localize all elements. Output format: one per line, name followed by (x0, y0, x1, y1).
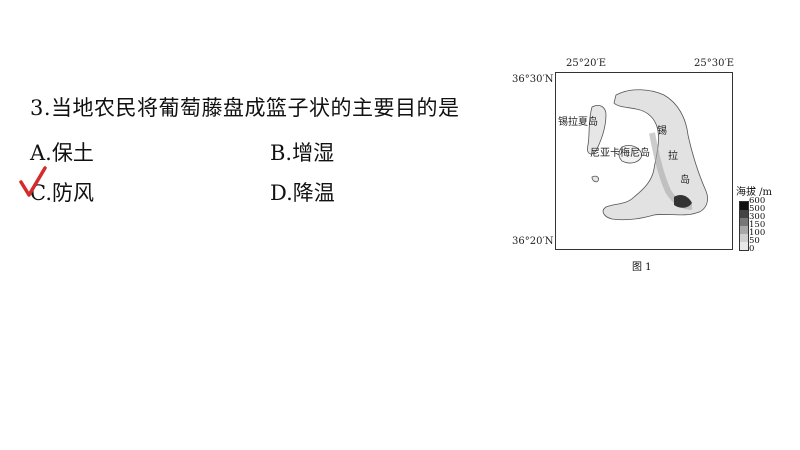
option-d[interactable]: D.降温 (270, 177, 335, 207)
option-c-text: 防风 (52, 181, 94, 205)
option-a-letter: A. (30, 141, 52, 165)
figure-caption: 图 1 (632, 262, 652, 273)
checkmark-icon (19, 166, 47, 197)
lat-top-label: 36°30′N (512, 74, 554, 85)
nea-kameni-label: 尼亚卡梅尼岛 (590, 148, 650, 159)
nea-kameni-island (618, 145, 643, 164)
highland-peak (674, 195, 692, 208)
option-d-text: 降温 (292, 181, 335, 205)
thera-label-1: 锡 (657, 126, 667, 137)
lon-left-label: 25°20′E (566, 58, 607, 69)
santorini-map (555, 72, 733, 250)
elevation-legend-bar (739, 201, 749, 251)
legend-level: 150 (749, 220, 766, 230)
option-b-text: 增湿 (292, 141, 335, 165)
thirasia-label: 锡拉夏岛 (558, 117, 598, 128)
thirasia-island (587, 105, 607, 155)
legend-level: 300 (749, 212, 766, 222)
legend-level: 500 (749, 204, 766, 214)
legend-level: 600 (749, 196, 766, 206)
legend-swatch (740, 210, 748, 218)
thera-label-3: 岛 (680, 175, 690, 186)
thera-label-2: 拉 (668, 151, 678, 162)
legend-level: 50 (749, 236, 760, 246)
legend-level: 0 (749, 244, 755, 254)
option-a-text: 保土 (51, 141, 94, 165)
thera-island (602, 89, 708, 221)
option-b[interactable]: B.增湿 (270, 137, 334, 167)
option-b-letter: B. (270, 141, 293, 165)
legend-swatch (740, 202, 748, 210)
legend-swatch (740, 234, 748, 242)
legend-level: 100 (749, 228, 766, 238)
option-a[interactable]: A.保土 (30, 137, 94, 167)
legend-swatch (740, 226, 748, 234)
lat-bottom-label: 36°20′N (512, 236, 554, 247)
legend-swatch (740, 218, 748, 226)
legend-title: 海拔 /m (736, 187, 773, 198)
island-shapes (587, 89, 708, 221)
lon-right-label: 25°30′E (694, 58, 735, 69)
legend-swatch (740, 242, 748, 250)
question-text: 3.当地农民将葡萄藤盘成篮子状的主要目的是 (30, 96, 460, 120)
option-d-letter: D. (270, 181, 293, 205)
legend-labels: 600 500 300 150 100 50 0 (749, 196, 766, 254)
option-c[interactable]: C.防风 (30, 177, 94, 207)
aspronisi-islet (591, 175, 599, 183)
